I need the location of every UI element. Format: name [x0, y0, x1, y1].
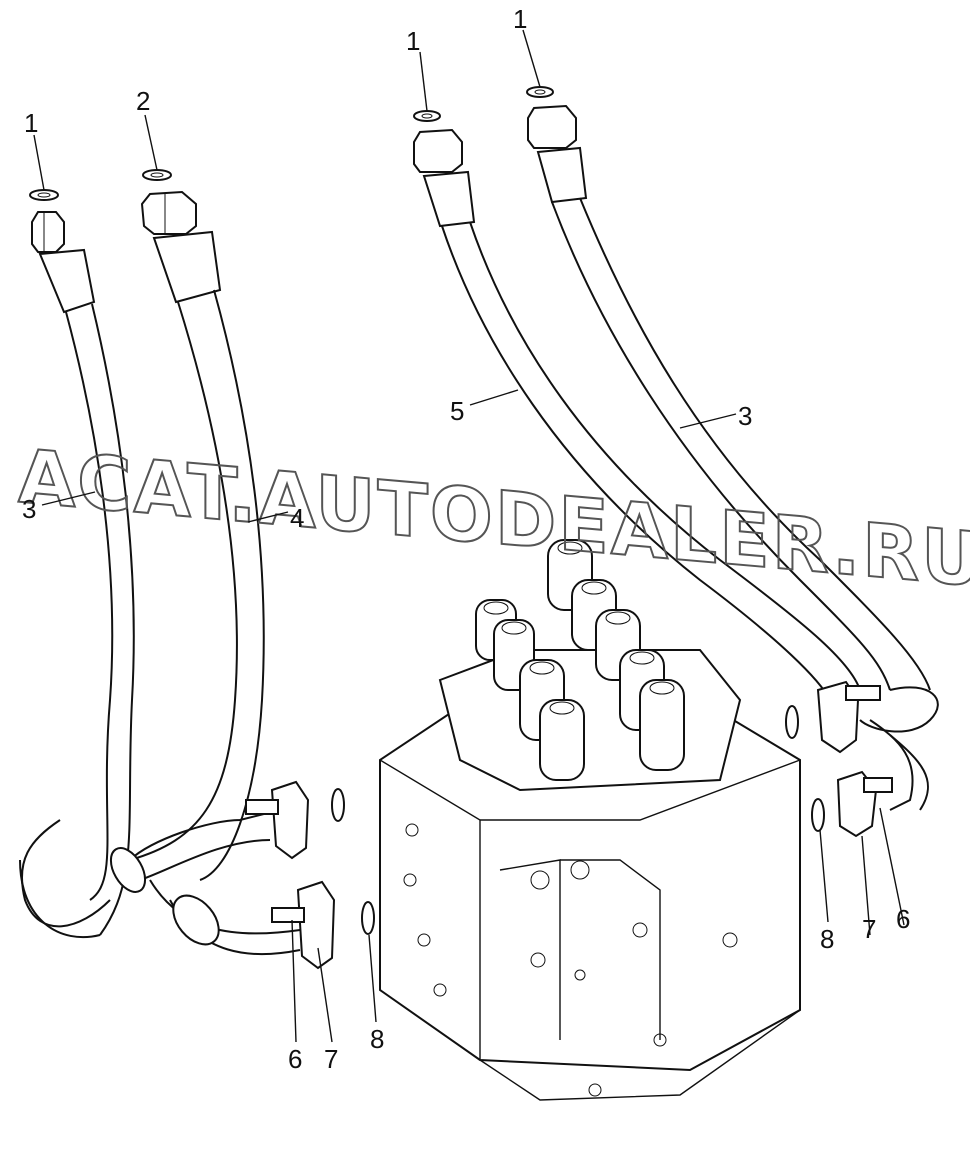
hose-lower-left — [20, 819, 301, 956]
flange-fitting-left-lower — [271, 880, 375, 970]
leader-lines — [33, 29, 905, 1043]
callout-labels: 1 2 1 1 3 4 5 3 6 7 8 8 7 6 — [22, 4, 910, 1074]
watermark-text: ACAT.AUTODEALER.RU — [18, 434, 970, 604]
solenoid-cartridges — [438, 539, 742, 792]
callout-7-a: 7 — [324, 1044, 338, 1074]
hose-lower-right — [869, 719, 930, 811]
callout-5: 5 — [450, 396, 464, 426]
callout-2: 2 — [136, 86, 150, 116]
flange-fitting-right-upper — [785, 680, 881, 754]
callout-8-a: 8 — [370, 1024, 384, 1054]
callout-1-b: 1 — [406, 26, 420, 56]
callout-8-b: 8 — [820, 924, 834, 954]
callout-4: 4 — [290, 503, 304, 533]
callout-6-b: 6 — [896, 904, 910, 934]
callout-7-b: 7 — [862, 914, 876, 944]
callout-1-c: 1 — [513, 4, 527, 34]
flange-fitting-right-lower — [811, 770, 893, 838]
flange-fitting-left-upper — [245, 780, 345, 860]
hose-right-3 — [526, 86, 939, 733]
callout-3-b: 3 — [738, 401, 752, 431]
callout-6-a: 6 — [288, 1044, 302, 1074]
callout-3-a: 3 — [22, 494, 36, 524]
callout-1-a: 1 — [24, 108, 38, 138]
hose-left-inner — [129, 169, 301, 881]
hose-left-outer — [19, 189, 135, 939]
hose-right-5 — [413, 110, 861, 701]
